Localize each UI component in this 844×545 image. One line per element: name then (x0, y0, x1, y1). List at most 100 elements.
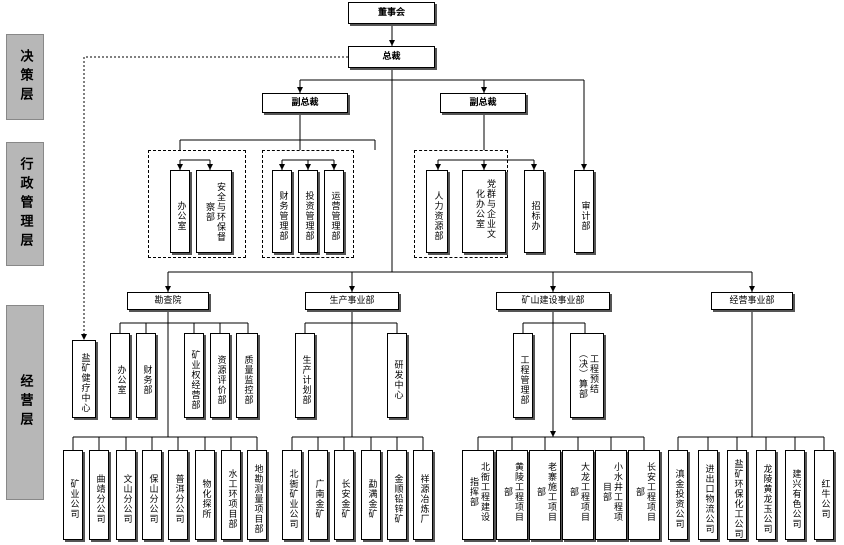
mid-mining-rights-label: 矿业权经营部 (189, 349, 200, 410)
admin-safety-label: 安全与环保督察部 (204, 182, 225, 242)
mid-resource-eval-box: 资源评价部 (210, 333, 230, 418)
unit-business-4-label: 建兴有色公司 (790, 469, 801, 529)
mid-resource-eval-label: 资源评价部 (215, 354, 226, 405)
division-construction-box: 矿山建设事业部 (496, 292, 610, 310)
admin-tender-label: 招标办 (529, 200, 540, 231)
admin-investment-label: 投资管理部 (303, 190, 314, 241)
vp1-label: 副总裁 (291, 97, 319, 108)
unit-survey-1: 曲靖分公司 (89, 450, 109, 540)
president-box: 总裁 (348, 46, 435, 68)
mid-survey-finance-label: 财务部 (141, 364, 152, 395)
admin-finance-label: 财务管理部 (277, 190, 288, 241)
admin-group-mid (262, 150, 354, 258)
admin-audit-box: 审计部 (574, 170, 594, 253)
unit-construction-4-label: 小水井工程项目部 (601, 462, 622, 522)
unit-survey-5: 物化探所 (195, 450, 215, 540)
layer-decision: 决策层 (6, 34, 44, 120)
mid-quality-box: 质量监控部 (236, 333, 258, 418)
mid-budget-box: 工程预结（决）算部 (570, 333, 604, 418)
mid-engineering-box: 工程管理部 (513, 333, 533, 418)
division-business-label: 经营事业部 (729, 295, 775, 306)
vp2-label: 副总裁 (469, 97, 497, 108)
admin-investment-box: 投资管理部 (298, 170, 318, 253)
admin-hr-label: 人力资源部 (432, 190, 443, 241)
unit-survey-4: 普洱分公司 (168, 450, 188, 540)
admin-group-right (414, 150, 508, 258)
unit-survey-2: 文山分公司 (116, 450, 136, 540)
unit-construction-0-label: 北衙工程建设指挥部 (468, 462, 489, 522)
unit-survey-0: 矿业公司 (63, 450, 83, 540)
unit-survey-4-label: 普洱分公司 (173, 474, 184, 524)
unit-production-1-label: 广南金矿 (313, 479, 324, 519)
unit-production-5-label: 祥源冶炼厂 (418, 474, 429, 524)
mid-rnd-box: 研发中心 (387, 333, 407, 418)
admin-office-label: 办公室 (175, 200, 186, 231)
unit-production-4-label: 金顺铅锌矿 (392, 474, 403, 524)
mid-survey-finance-box: 财务部 (136, 333, 156, 418)
unit-business-0-label: 滇金投资公司 (673, 469, 684, 529)
admin-tender-box: 招标办 (524, 170, 544, 253)
unit-production-3-label: 勐满金矿 (366, 479, 377, 519)
admin-office-box: 办公室 (170, 170, 190, 253)
mid-prod-plan-label: 生产计划部 (300, 354, 311, 405)
mid-prod-plan-box: 生产计划部 (295, 333, 315, 418)
mid-mining-rights-box: 矿业权经营部 (184, 333, 204, 418)
unit-business-1-label: 进出口物流公司 (703, 464, 714, 534)
layer-operation: 经营层 (6, 305, 44, 500)
unit-construction-0: 北衙工程建设指挥部 (462, 450, 494, 540)
mid-rnd-label: 研发中心 (392, 359, 403, 400)
division-construction-label: 矿山建设事业部 (521, 295, 585, 306)
admin-party-box: 党群与企业文化办公室 (462, 170, 506, 253)
unit-construction-2-label: 老寨施工项目部 (535, 462, 556, 522)
unit-survey-6-label: 水工环项目部 (226, 469, 237, 529)
admin-audit-label: 审计部 (579, 200, 590, 231)
division-business-box: 经营事业部 (711, 292, 793, 310)
unit-construction-1-label: 黄陵工程项目部 (502, 462, 523, 522)
division-production-box: 生产事业部 (305, 292, 399, 310)
mid-health-box: 盐矿健疗中心 (72, 340, 96, 418)
unit-construction-4: 小水井工程项目部 (595, 450, 627, 540)
unit-survey-3: 保山分公司 (142, 450, 162, 540)
layer-decision-label: 决策层 (17, 48, 33, 106)
unit-business-3-label: 龙陵黄龙玉公司 (761, 464, 772, 534)
layer-admin: 行政管理层 (6, 142, 44, 266)
unit-production-1: 广南金矿 (308, 450, 328, 540)
president-label: 总裁 (382, 51, 401, 62)
division-survey-label: 勘查院 (154, 295, 182, 306)
admin-operation-label: 运营管理部 (329, 190, 340, 241)
layer-operation-label: 经营层 (17, 374, 33, 431)
admin-safety-box: 安全与环保督察部 (196, 170, 232, 253)
unit-business-5-label: 红牛公司 (819, 479, 830, 519)
unit-construction-5: 长安工程项目部 (628, 450, 660, 540)
admin-finance-box: 财务管理部 (272, 170, 292, 253)
unit-survey-7-label: 地勘测量项目部 (252, 464, 263, 534)
admin-hr-box: 人力资源部 (426, 170, 448, 253)
unit-construction-3-label: 大龙工程项目部 (568, 462, 589, 522)
unit-survey-3-label: 保山分公司 (147, 474, 158, 524)
admin-party-label: 党群与企业文化办公室 (474, 179, 495, 239)
layer-admin-label: 行政管理层 (17, 156, 33, 252)
unit-construction-3: 大龙工程项目部 (562, 450, 594, 540)
unit-business-3: 龙陵黄龙玉公司 (756, 450, 776, 540)
unit-production-0-label: 北衙矿业公司 (287, 469, 298, 529)
admin-group-left (148, 150, 246, 258)
mid-budget-label: 工程预结（决）算部 (577, 349, 598, 399)
unit-business-4: 建兴有色公司 (785, 450, 805, 540)
mid-health-label: 盐矿健疗中心 (79, 353, 90, 413)
mid-quality-label: 质量监控部 (242, 354, 253, 405)
unit-production-2: 长安金矿 (334, 450, 354, 540)
board-label: 董事会 (377, 7, 405, 18)
unit-construction-2: 老寨施工项目部 (529, 450, 561, 540)
unit-survey-6: 水工环项目部 (221, 450, 241, 540)
unit-production-5: 祥源冶炼厂 (413, 450, 433, 540)
board-box: 董事会 (348, 2, 435, 24)
mid-survey-office-box: 办公室 (110, 333, 130, 418)
division-production-label: 生产事业部 (329, 295, 375, 306)
unit-business-1: 进出口物流公司 (698, 450, 718, 540)
vp1-box: 副总裁 (262, 93, 348, 113)
unit-survey-1-label: 曲靖分公司 (94, 474, 105, 524)
division-survey-box: 勘查院 (127, 292, 209, 310)
unit-production-4: 金顺铅锌矿 (387, 450, 407, 540)
unit-business-2: 盐矿环保化工公司 (727, 450, 747, 540)
